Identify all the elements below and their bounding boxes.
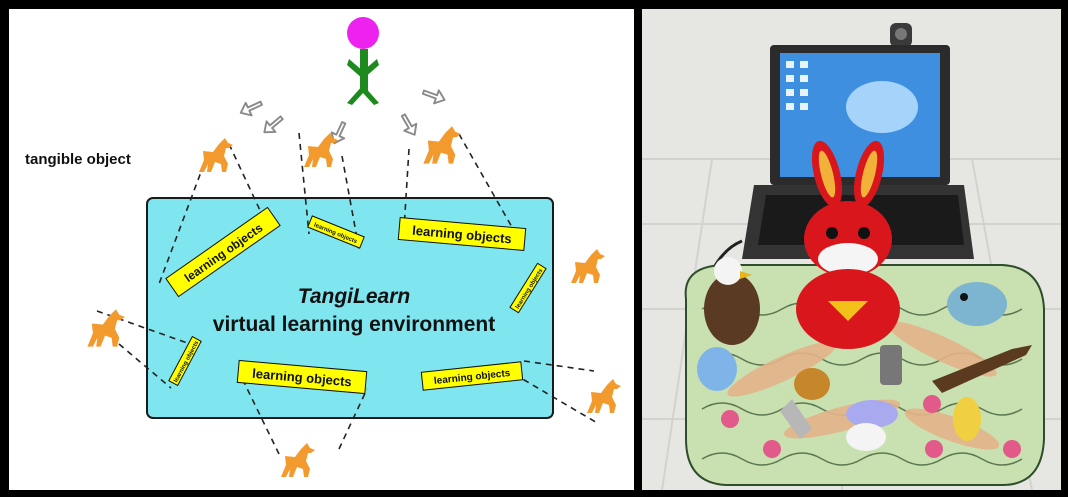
arrow-icon [236,95,266,121]
person-icon [347,17,379,105]
animal-figure-icon [281,443,315,477]
environment-subtitle: virtual learning environment [213,313,495,336]
arrow-icon [396,110,422,140]
rabbit-toy [796,140,900,349]
arrow-icon [420,84,448,108]
animal-figure-icon [423,126,461,164]
crocodile-toy [932,345,1032,393]
animal-figure-icon [571,249,605,283]
photo-panel [642,9,1061,491]
arrow-icon [258,111,288,139]
tangible-object-label: tangible object [25,151,131,168]
photo-illustration [642,9,1061,491]
learning-object-label: learning objects [236,359,368,395]
dolphin-toy [947,282,1007,326]
environment-title: TangiLearn [298,285,410,308]
gaze-arrows [236,84,448,148]
animal-figure-icon [587,379,621,413]
learning-object-label: learning objects [397,217,527,251]
learning-object-label: learning objects [420,361,524,391]
flowers [721,395,1021,458]
diagram-panel: tangible object TangiLearn virtual learn… [9,9,634,490]
eagle-toy [704,257,760,345]
animal-figure-icon [87,309,125,347]
small-toys [697,345,981,451]
diagram-svg: tangible object TangiLearn virtual learn… [25,17,621,477]
animal-figure-icon [199,138,233,172]
animal-figure-icon [304,133,338,167]
webcam-icon [890,23,912,47]
